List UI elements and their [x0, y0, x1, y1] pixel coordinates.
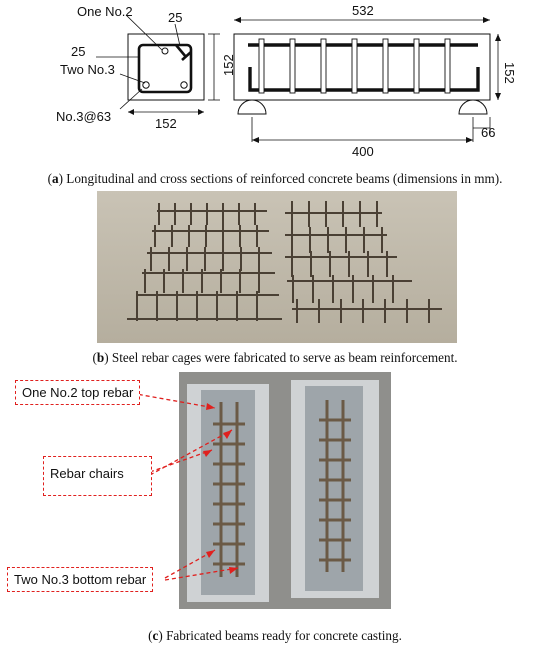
label-beam-length: 532 — [352, 3, 374, 18]
label-bottom-rebar: Two No.3 — [60, 62, 115, 77]
stirrups — [258, 38, 451, 94]
formwork-photo — [179, 372, 391, 609]
label-cover-top: 25 — [168, 10, 182, 25]
longitudinal-section — [233, 17, 501, 143]
caption-c: (c) Fabricated beams ready for concrete … — [148, 628, 402, 643]
label-section-width: 152 — [155, 116, 177, 131]
callout-rebar-chairs: Rebar chairs — [43, 456, 152, 496]
label-beam-height: 152 — [502, 62, 517, 84]
label-overhang: 66 — [481, 125, 495, 140]
callout-top-rebar: One No.2 top rebar — [15, 380, 141, 405]
caption-b: (b) Steel rebar cages were fabricated to… — [92, 350, 458, 365]
caption-a: (a) Longitudinal and cross sections of r… — [47, 171, 503, 186]
callout-bottom-rebar: Two No.3 bottom rebar — [7, 567, 154, 592]
label-section-height: 152 — [221, 54, 236, 76]
beam-section-drawing: One No.2 25 25 Two No.3 152 No.3@63 152 … — [56, 3, 517, 159]
label-span: 400 — [352, 144, 374, 159]
label-stirrups: No.3@63 — [56, 109, 111, 124]
cross-section — [96, 14, 220, 115]
label-cover-side: 25 — [71, 44, 85, 59]
label-top-rebar: One No.2 — [77, 4, 133, 19]
rebar-cages-photo — [97, 191, 457, 343]
